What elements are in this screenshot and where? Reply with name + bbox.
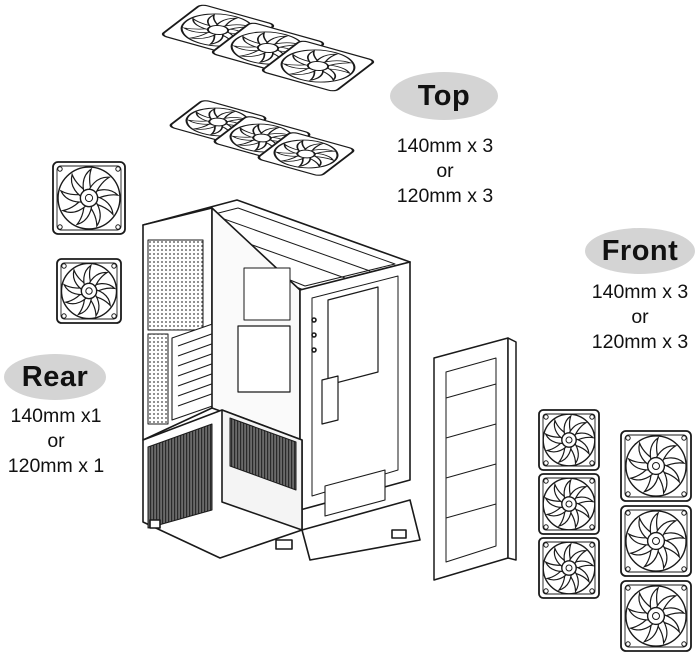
- fan-icon: [538, 409, 600, 471]
- pc-case-icon: [142, 199, 421, 561]
- top-spec-line-3: 120mm x 3: [396, 185, 494, 207]
- fans-group: [52, 4, 692, 652]
- front-label-badge: Front: [585, 228, 695, 274]
- rear-label-title: Rear: [21, 360, 89, 393]
- top-label-badge: Top: [390, 72, 498, 120]
- front-spec-line-1: 140mm x 3: [591, 281, 689, 303]
- fan-icon: [52, 161, 126, 235]
- fan-icon: [620, 430, 692, 502]
- rear-spec: 140mm x1 or 120mm x 1: [0, 404, 112, 479]
- top-label-title: Top: [417, 79, 471, 112]
- fan-icon: [538, 537, 600, 599]
- front-spec-line-2: or: [631, 306, 649, 328]
- fan-icon: [56, 258, 122, 324]
- fan-icon: [257, 132, 355, 176]
- top-spec-line-1: 140mm x 3: [396, 135, 494, 157]
- fan-icon: [538, 473, 600, 535]
- rear-spec-line-3: 120mm x 1: [7, 455, 105, 477]
- front-spec: 140mm x 3 or 120mm x 3: [578, 280, 700, 355]
- top-spec-line-2: or: [436, 160, 454, 182]
- front-spec-line-3: 120mm x 3: [591, 331, 689, 353]
- front-label-title: Front: [601, 234, 679, 267]
- rear-label-badge: Rear: [4, 354, 106, 400]
- rear-spec-line-1: 140mm x1: [10, 405, 102, 427]
- rear-spec-line-2: or: [47, 430, 65, 452]
- fan-icon: [261, 40, 375, 92]
- fan-icon: [620, 580, 692, 652]
- radiator-bracket-icon: [433, 337, 517, 581]
- top-spec: 140mm x 3 or 120mm x 3: [380, 134, 510, 209]
- fan-icon: [620, 505, 692, 577]
